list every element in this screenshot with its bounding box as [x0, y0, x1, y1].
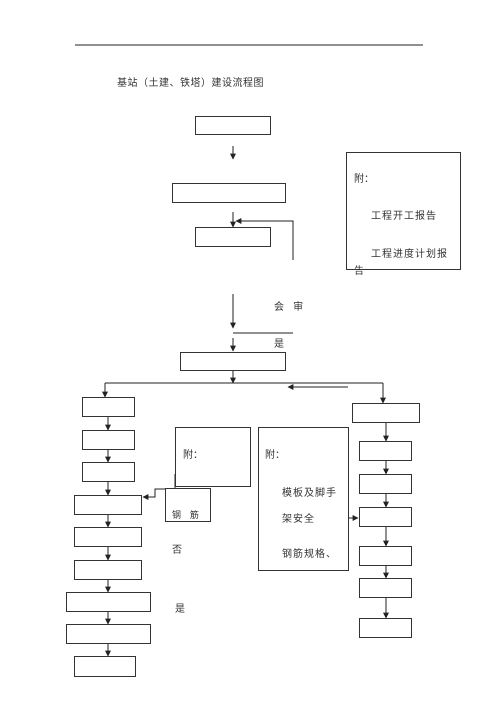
rebar-box [165, 488, 211, 522]
annex-top-item-2: 工程进度计划报 [371, 249, 448, 260]
annex-right-label: 附： [265, 450, 285, 461]
diagram-title: 基站（土建、铁塔）建设流程图 [117, 78, 264, 89]
rebar-label: 钢 筋 [172, 511, 202, 521]
annex-right-box [258, 427, 349, 571]
no-label: 否 [172, 545, 182, 556]
left-step-5 [74, 527, 142, 547]
annex-right-line-3: 钢筋规格、 [282, 549, 337, 560]
review-label: 会 审 [274, 302, 307, 313]
flow-step-2 [172, 183, 286, 203]
annex-top-item-1: 工程开工报告 [371, 211, 437, 222]
annex-mid-label: 附： [183, 450, 203, 461]
flow-step-start [195, 116, 271, 135]
annex-top-box [346, 152, 461, 270]
yes-label-review: 是 [274, 339, 284, 350]
left-step-1 [82, 397, 135, 417]
right-step-3 [359, 474, 412, 494]
right-step-4 [359, 507, 412, 527]
flow-step-3 [195, 227, 271, 247]
yes-label-lower: 是 [175, 604, 185, 615]
left-step-7 [66, 592, 151, 612]
left-step-3 [82, 462, 135, 482]
left-step-6 [74, 560, 142, 580]
feedback-loop-step3 [235, 218, 294, 260]
annex-top-item-2-overflow: 告 [354, 266, 364, 277]
right-step-1 [352, 403, 420, 423]
left-step-4 [74, 495, 142, 515]
annex-top-label: 附： [354, 174, 374, 185]
right-step-5 [359, 546, 412, 566]
flow-step-4 [180, 352, 286, 371]
annex-right-line-1: 模板及脚手 [282, 488, 337, 499]
left-step-8 [66, 624, 151, 644]
right-step-2 [359, 441, 412, 461]
left-step-9 [74, 656, 136, 677]
right-step-6 [359, 578, 412, 598]
annex-mid-box [175, 427, 251, 487]
left-step-2 [82, 430, 135, 450]
right-step-7 [359, 618, 412, 638]
annex-right-line-2: 架安全 [282, 514, 315, 525]
